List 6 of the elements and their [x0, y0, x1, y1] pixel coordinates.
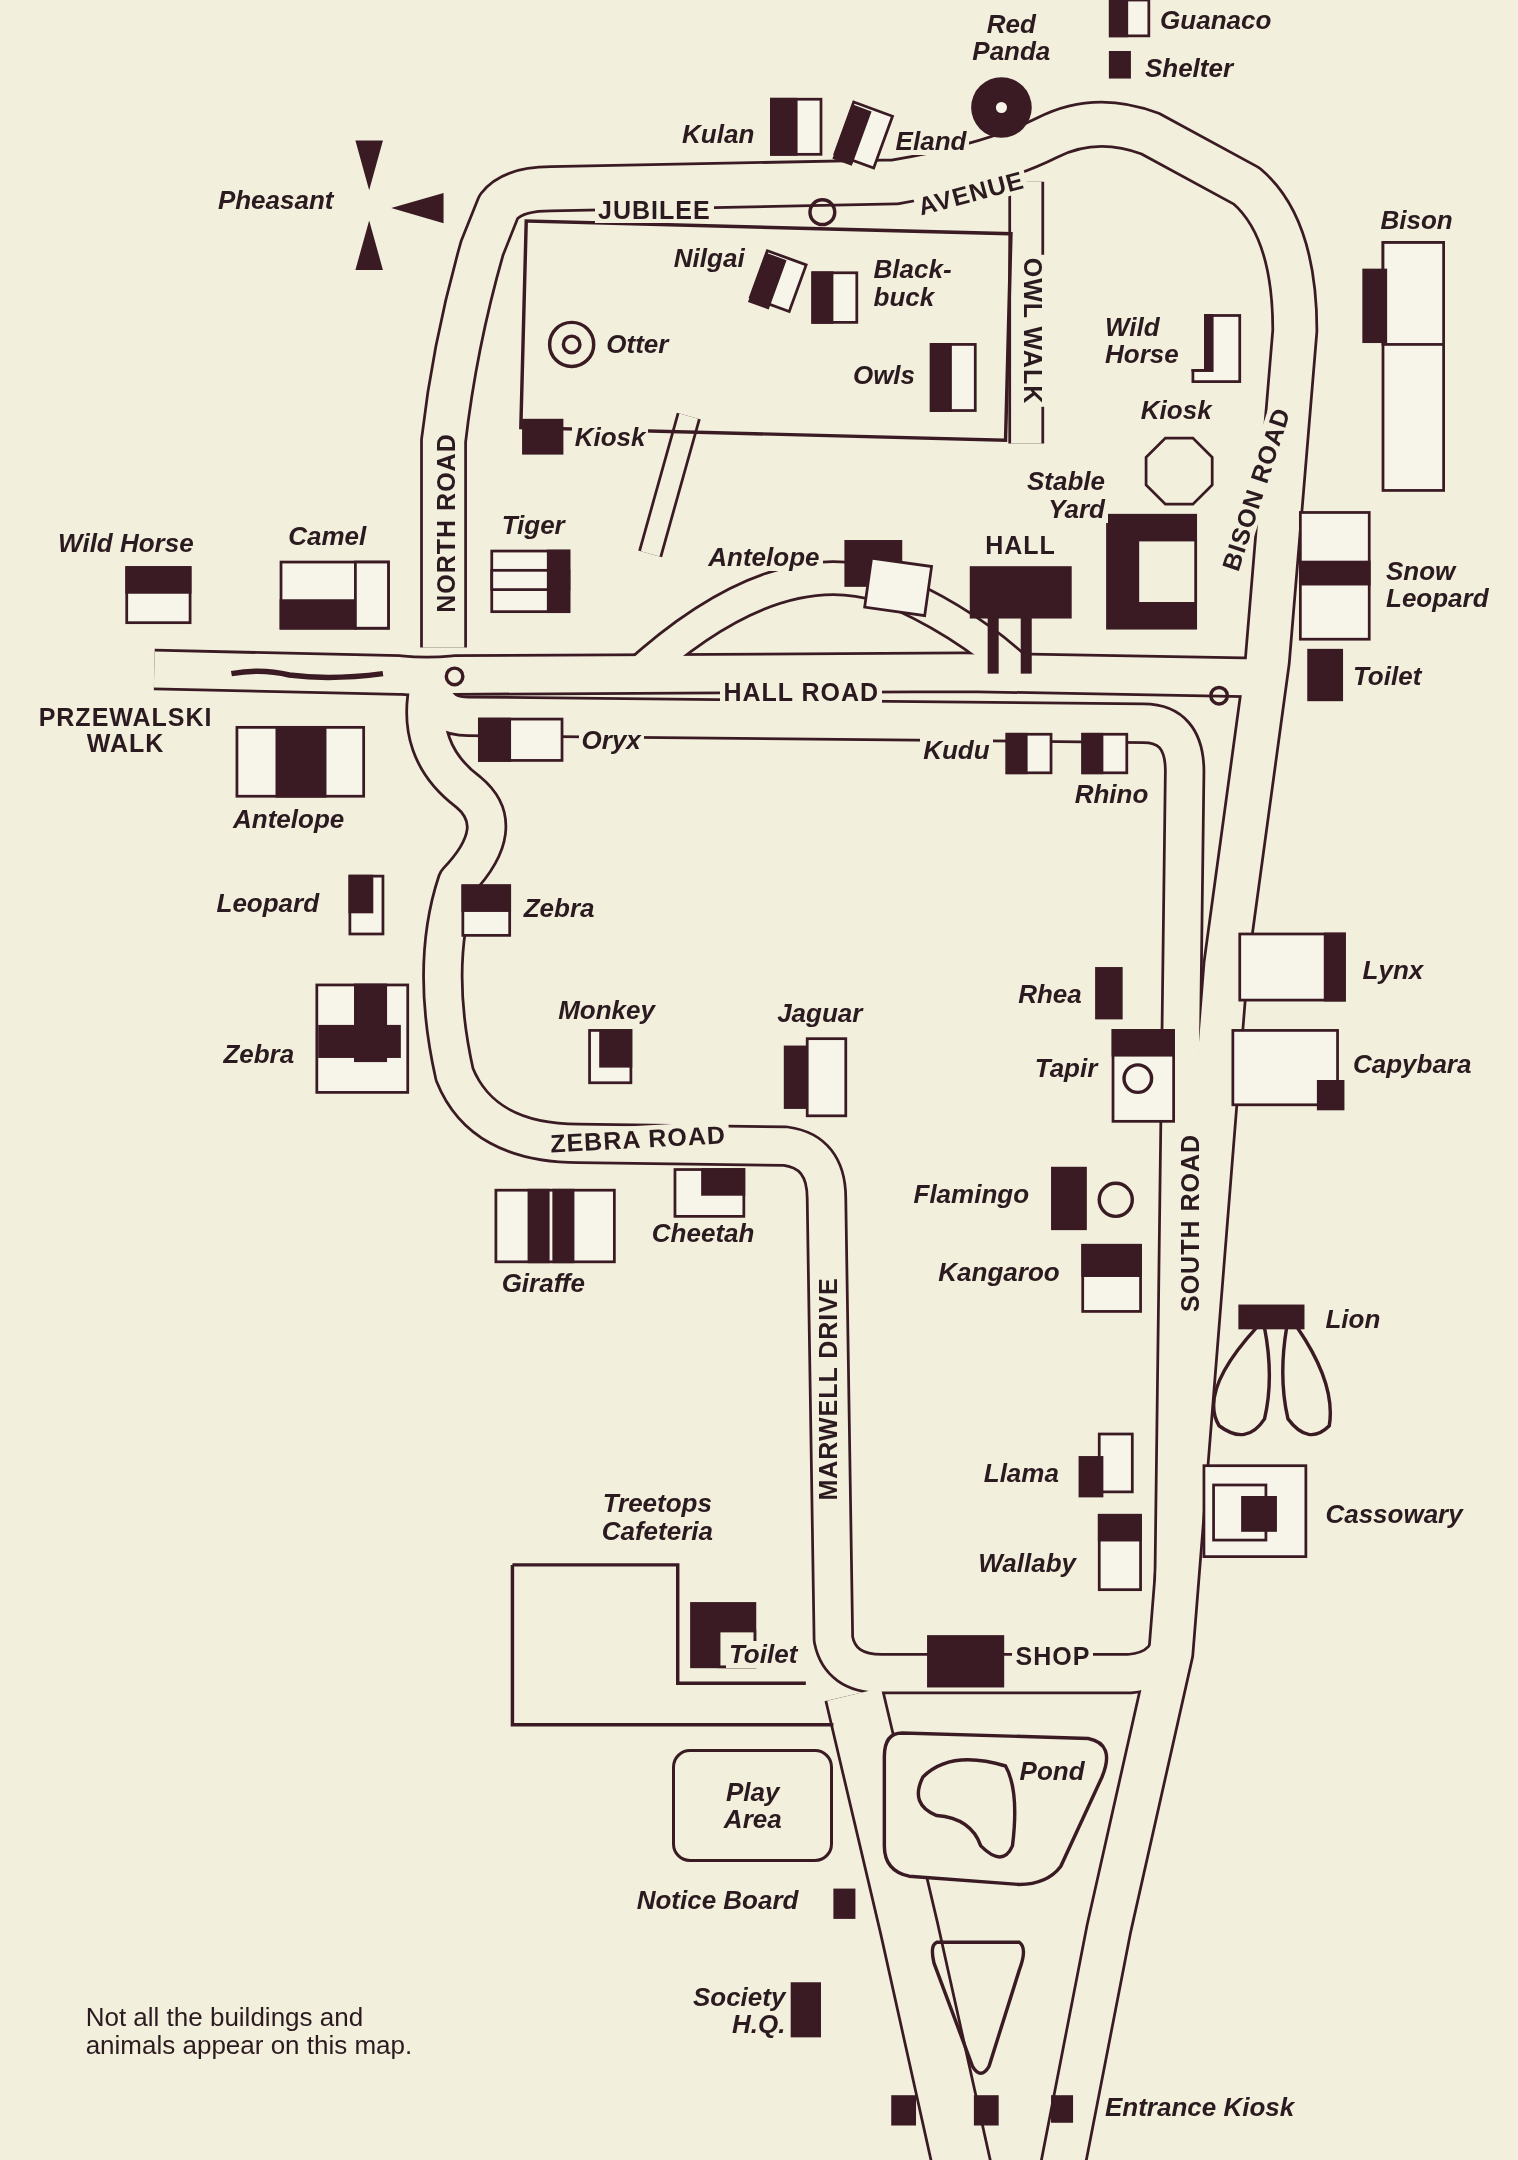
enclosure-label: Monkey	[555, 997, 658, 1025]
enclosure-label: Wild Horse	[1102, 314, 1205, 369]
play-area-enclosure	[672, 1749, 834, 1863]
area-label: Play Area	[722, 1778, 783, 1834]
enclosure-label: Antelope	[705, 544, 823, 572]
building-label: Toilet	[725, 1640, 801, 1668]
